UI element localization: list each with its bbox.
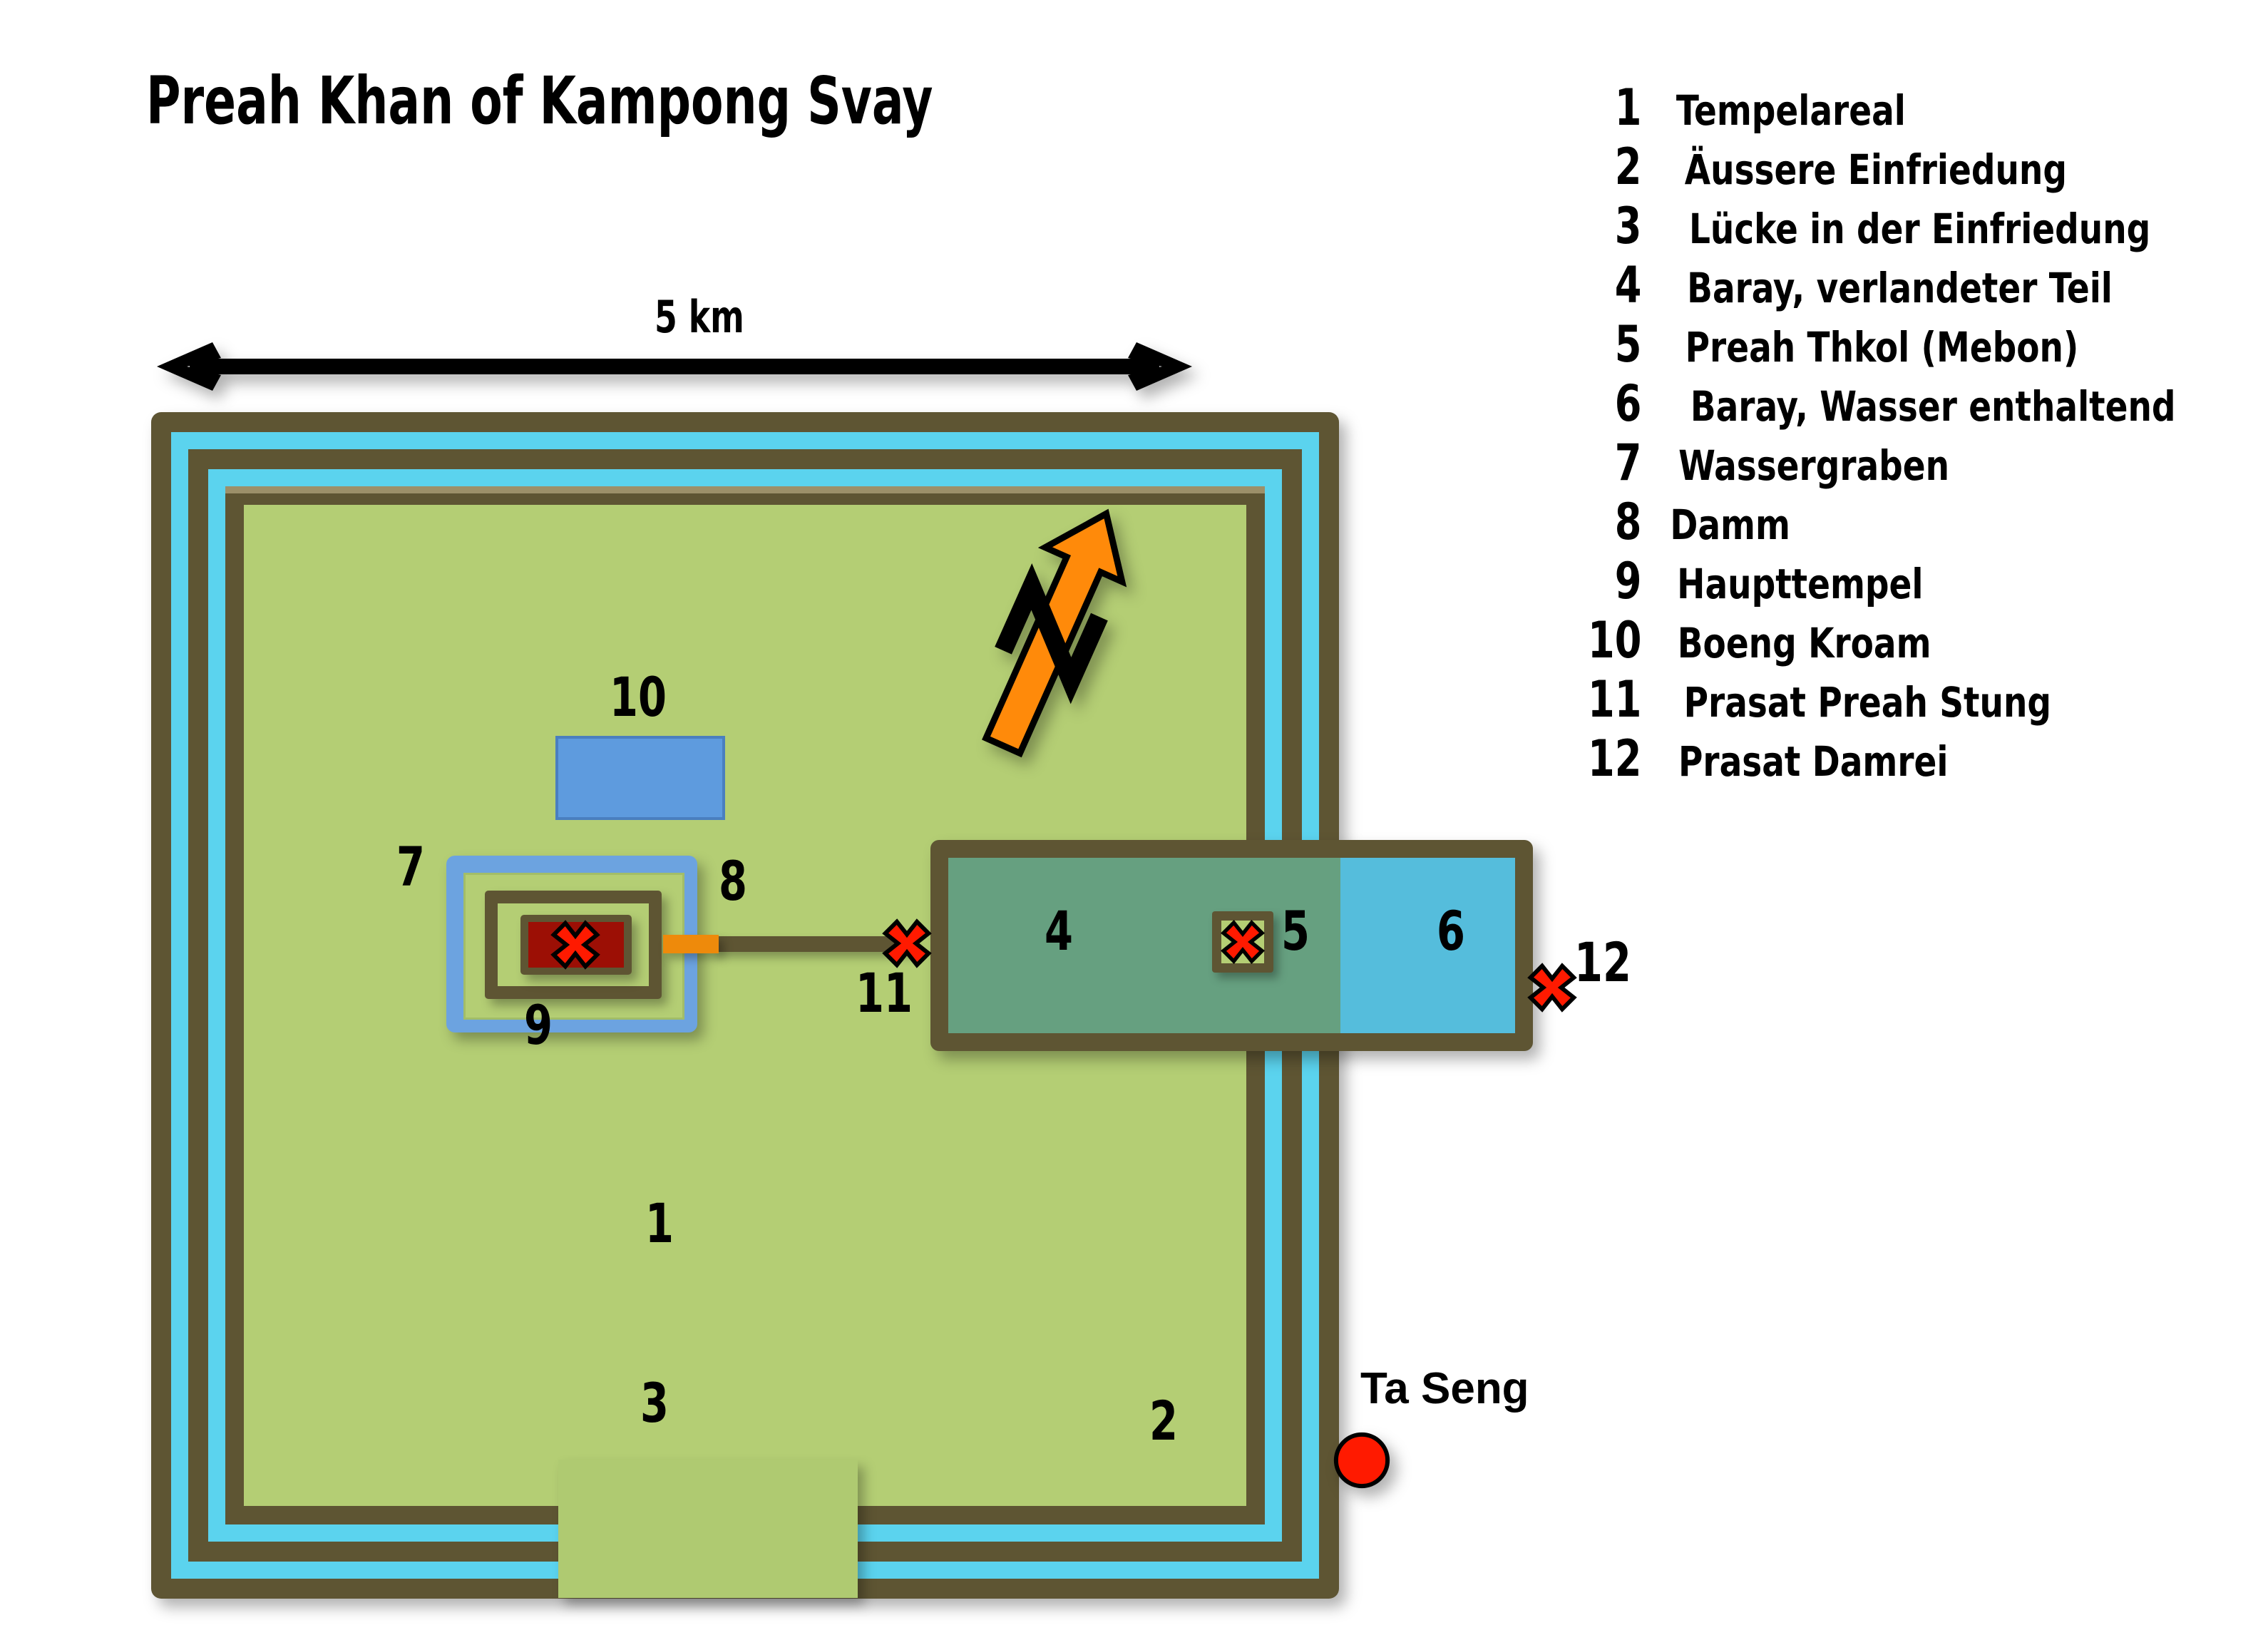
causeway <box>713 936 913 952</box>
legend-label: Lücke in der Einfriedung <box>1688 205 2151 253</box>
legend-number: 5 <box>1614 315 1642 374</box>
legend-item: 1 Tempelareal <box>1579 78 2242 137</box>
scalebar-arrow <box>147 335 1202 403</box>
baray-silted-area <box>948 858 1340 1033</box>
map-label-prasat-damrei: 12 <box>1574 931 1631 994</box>
legend-label: Boeng Kroam <box>1677 619 1931 667</box>
legend-label: Baray, Wasser enthaltend <box>1690 382 2176 431</box>
legend-item: 3 Lücke in der Einfriedung <box>1579 197 2242 255</box>
legend-item: 6 Baray, Wasser enthaltend <box>1579 374 2242 433</box>
outer-enclosure-wall-highlight <box>225 486 1265 493</box>
map-label-prasat-preah-stung: 11 <box>856 961 913 1025</box>
map-label-dam: 8 <box>719 849 747 913</box>
map-label-gap: 3 <box>640 1371 669 1435</box>
legend-label: Tempelareal <box>1676 86 1906 135</box>
prasat-preah-stung-marker-x-icon <box>881 917 933 973</box>
ta-seng-label: Ta Seng <box>1360 1364 1529 1413</box>
legend-number: 9 <box>1614 552 1642 610</box>
legend-label: Äussere Einfriedung <box>1684 145 2067 194</box>
map-label-mebon: 5 <box>1281 899 1310 963</box>
legend-item: 2 Äussere Einfriedung <box>1579 138 2242 196</box>
map-label-moat: 7 <box>396 835 425 898</box>
legend-label: Prasat Damrei <box>1678 737 1949 786</box>
legend-number: 8 <box>1614 493 1642 551</box>
map-label-boeng-kroam: 10 <box>610 665 667 729</box>
legend-item: 11 Prasat Preah Stung <box>1579 670 2242 729</box>
main-temple-marker-x-icon <box>549 918 602 975</box>
map-label-baray-water: 6 <box>1437 899 1465 963</box>
legend-item: 12 Prasat Damrei <box>1579 729 2242 788</box>
prasat-damrei-marker-x-icon <box>1526 961 1579 1018</box>
legend-number: 4 <box>1614 256 1642 314</box>
mebon-marker-x-icon <box>1219 918 1266 969</box>
legend-label: Baray, verlandeter Teil <box>1687 264 2113 312</box>
enclosure-gap-area <box>558 1460 858 1598</box>
legend-number: 3 <box>1614 197 1642 255</box>
map-label-temple-area: 1 <box>645 1191 674 1255</box>
boeng-kroam-lake <box>555 736 725 820</box>
legend-number: 11 <box>1588 670 1642 729</box>
legend-label: Prasat Preah Stung <box>1683 678 2052 727</box>
map-label-baray-silted: 4 <box>1045 899 1073 963</box>
legend-item: 10 Boeng Kroam <box>1579 611 2242 670</box>
legend-number: 10 <box>1588 611 1642 670</box>
legend-label: Damm <box>1670 501 1790 549</box>
map-label-main-temple: 9 <box>524 993 553 1057</box>
page-title: Preah Khan of Kampong Svay <box>146 63 933 139</box>
dam-segment <box>663 935 719 953</box>
north-arrow-icon <box>948 492 1155 781</box>
legend-number: 6 <box>1614 374 1642 433</box>
legend-number: 7 <box>1614 434 1642 492</box>
legend-label: Wassergraben <box>1678 441 1950 490</box>
legend-item: 7 Wassergraben <box>1579 434 2242 492</box>
legend-label: Haupttempel <box>1677 560 1924 608</box>
legend-number: 2 <box>1614 138 1642 196</box>
legend-number: 1 <box>1614 78 1642 137</box>
legend-number: 12 <box>1588 729 1642 788</box>
legend: 1 Tempelareal 2 Äussere Einfriedung 3 Lü… <box>1579 78 2242 789</box>
legend-item: 5 Preah Thkol (Mebon) <box>1579 315 2242 374</box>
legend-item: 9 Haupttempel <box>1579 552 2242 610</box>
legend-item: 8 Damm <box>1579 493 2242 551</box>
scalebar-label: 5 km <box>655 291 744 343</box>
legend-item: 4 Baray, verlandeter Teil <box>1579 256 2242 314</box>
map-label-outer-enclosure: 2 <box>1149 1389 1178 1452</box>
legend-label: Preah Thkol (Mebon) <box>1685 323 2079 371</box>
ta-seng-marker-dot-icon <box>1331 1430 1392 1495</box>
